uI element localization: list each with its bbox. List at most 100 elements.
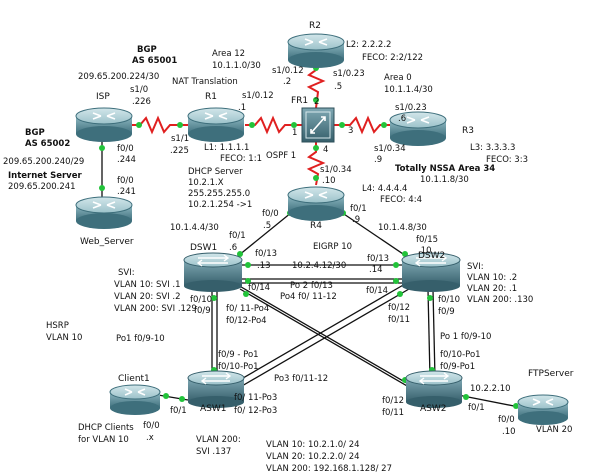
- label-dsw2-svi-title: SVI:: [467, 262, 484, 272]
- link-status-dot: [313, 97, 319, 103]
- link-status-dot: [211, 295, 217, 301]
- link-status-dot: [99, 145, 105, 151]
- link-status-dot: [177, 122, 183, 128]
- router-r2-icon[interactable]: [287, 33, 345, 68]
- server-web-icon[interactable]: [75, 196, 133, 229]
- label-dsw2-f0-13: f0/13: [367, 254, 389, 264]
- client1-icon[interactable]: [109, 384, 161, 415]
- link-status-dot: [393, 262, 399, 268]
- label-bgp-65001: BGP: [137, 45, 157, 55]
- label-client-f0-0-ip: .x: [146, 433, 154, 443]
- frame-relay-switch-fr1-icon[interactable]: [301, 107, 335, 143]
- label-r4-f0-1-ip: .9: [352, 215, 360, 225]
- multilayer-switch-dsw1-icon[interactable]: [183, 252, 243, 292]
- multilayer-switch-dsw2-icon[interactable]: [401, 252, 461, 292]
- label-r2-s1-0-12-ip: .2: [283, 77, 291, 87]
- label-vlan20: VLAN 20: 10.2.2.0/ 24: [266, 452, 360, 462]
- label-vlan10: VLAN 10: 10.2.1.0/ 24: [266, 440, 360, 450]
- label-po2: Po 2 f0/13: [290, 281, 333, 291]
- router-r4-icon[interactable]: [287, 186, 345, 221]
- label-ospf1: OSPF 1: [266, 151, 296, 161]
- link-status-dot: [313, 145, 319, 151]
- label-dsw2-svi-vlan10: VLAN 10: .2: [467, 273, 517, 283]
- link-status-dots: [99, 65, 519, 409]
- serial-link-fr1-r4: [306, 142, 326, 186]
- link-status-dot: [163, 393, 169, 399]
- link-status-dot: [136, 122, 142, 128]
- label-internet-server: Internet Server: [8, 171, 82, 181]
- link-status-dot: [237, 251, 243, 257]
- label-asw2-po1-a: f0/10-Po1: [440, 350, 481, 360]
- label-isp-f0-0-ip: .244: [117, 155, 136, 165]
- link-status-dot: [179, 396, 185, 402]
- eth-link-r4-dsw2: [334, 207, 413, 261]
- link-status-dot: [313, 175, 319, 181]
- label-dsw1-f0-14: f0/14: [248, 283, 270, 293]
- label-net-10-1-4-4: 10.1.4.4/30: [170, 223, 219, 233]
- label-r1-s1-1-ip: .225: [170, 146, 189, 156]
- eth-link-dsw2-asw1-a: [230, 283, 406, 386]
- link-status-dot: [393, 278, 399, 284]
- eth-link-r4-dsw1: [232, 207, 298, 261]
- link-status-dot: [513, 403, 519, 409]
- label-fr1: FR1: [291, 96, 308, 106]
- label-dhcp-server: DHCP Server: [188, 167, 243, 177]
- label-dsw2-f0-9: f0/9: [438, 307, 455, 317]
- link-status-dot: [245, 278, 251, 284]
- label-r4-f0-0-ip: .5: [263, 221, 271, 231]
- label-dhcp-clients-vlan: for VLAN 10: [78, 435, 129, 445]
- label-dsw2-f0-10: f0/10: [438, 295, 460, 305]
- label-ftp-server: FTPServer: [528, 369, 574, 379]
- label-fr-port-4: 4: [323, 145, 328, 155]
- label-net-10-2-4-12: 10.2.4.12/30: [292, 261, 346, 271]
- label-r4-f0-1: f0/1: [350, 204, 367, 214]
- label-isp-s1-0: s1/0: [130, 85, 148, 95]
- router-r3-icon[interactable]: [389, 111, 447, 146]
- label-as-65001: AS 65001: [132, 56, 177, 66]
- eth-link-dsw1-asw2-b: [239, 288, 415, 391]
- label-r1-l1: L1: 1.1.1.1: [204, 143, 249, 153]
- label-r3-l3: L3: 3.3.3.3: [470, 143, 515, 153]
- label-r4-s1-0-34: s1/0.34: [320, 165, 352, 175]
- label-asw2-f0-11: f0/11: [382, 408, 404, 418]
- label-area12-net: 10.1.1.0/30: [212, 61, 261, 71]
- label-nssa: Totally NSSA Area 34: [395, 164, 495, 174]
- label-po3: Po3 f0/11-12: [274, 374, 328, 384]
- label-dsw1-f0-13: f0/13: [255, 249, 277, 259]
- label-r1-s1-0-12-ip: .1: [238, 103, 246, 113]
- label-web-f0-0-ip: .241: [117, 187, 136, 197]
- label-r4-f0-0: f0/0: [262, 209, 279, 219]
- label-dsw1-po4-b: f0/12-Po4: [226, 316, 267, 326]
- label-web-f0-0: f0/0: [117, 176, 134, 186]
- label-vlan200: VLAN 200: 192.168.1.128/ 27: [266, 464, 392, 474]
- label-internet-server-ip: 209.65.200.241: [8, 182, 76, 192]
- label-dsw1-po4-a: f0/ 11-Po4: [226, 304, 269, 314]
- label-web-server: Web_Server: [80, 237, 134, 247]
- router-r1-icon[interactable]: [187, 107, 245, 142]
- multilayer-switch-asw1-icon[interactable]: [187, 370, 245, 408]
- label-net-10-1-4-8: 10.1.4.8/30: [378, 223, 427, 233]
- label-ftp-net: 10.2.2.10: [470, 384, 511, 394]
- label-r1-s1-1: s1/1: [171, 134, 189, 144]
- label-asw1-po1-a: f0/9 - Po1: [218, 350, 259, 360]
- label-dsw2-svi-vlan200: VLAN 200: .130: [467, 295, 533, 305]
- router-isp-icon[interactable]: [75, 107, 133, 142]
- label-fr-port-3: 3: [348, 126, 353, 136]
- link-status-dot: [291, 122, 297, 128]
- label-dhcp-range: 10.2.1.254 ->1: [188, 200, 252, 210]
- label-r1-feco: FECO: 1:1: [220, 154, 262, 164]
- label-dsw1-svi-vlan10: VLAN 10: SVI .1: [114, 280, 181, 290]
- label-r2-s1-0-12: s1/0.12: [272, 66, 304, 76]
- link-status-dot: [427, 295, 433, 301]
- label-asw1: ASW1: [200, 404, 227, 414]
- label-dsw2-f0-13-ip: .14: [369, 265, 383, 275]
- label-client1: Client1: [118, 374, 150, 384]
- ftp-server-icon[interactable]: [517, 394, 569, 425]
- label-asw2-f0-1: f0/1: [468, 403, 485, 413]
- multilayer-switch-asw2-icon[interactable]: [405, 370, 463, 408]
- label-asw1-po3-a: f0/ 11-Po3: [234, 393, 277, 403]
- label-r3-s1-0-23: s1/0.23: [395, 103, 427, 113]
- label-asw1-po3-b: f0/ 12-Po3: [234, 406, 277, 416]
- label-dsw2-f0-15: f0/15: [416, 235, 438, 245]
